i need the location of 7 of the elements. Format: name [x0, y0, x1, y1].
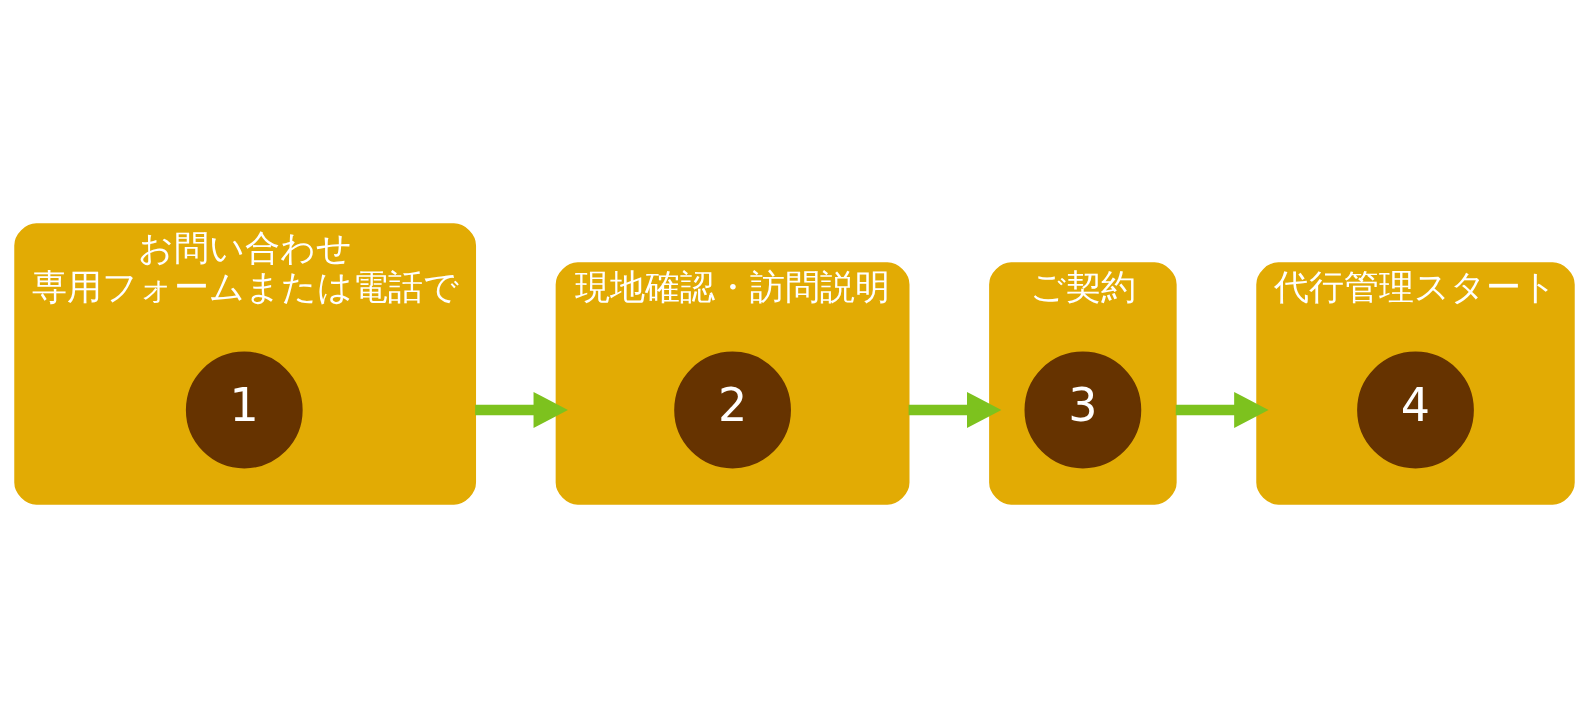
- arrow: [1175, 391, 1269, 429]
- node-circle: 4: [1357, 351, 1474, 469]
- node-circle: 3: [1024, 351, 1142, 469]
- node-circle: 2: [674, 351, 791, 469]
- arrow: [908, 391, 1002, 429]
- arrow: [475, 391, 568, 429]
- node-circle: 1: [185, 351, 303, 469]
